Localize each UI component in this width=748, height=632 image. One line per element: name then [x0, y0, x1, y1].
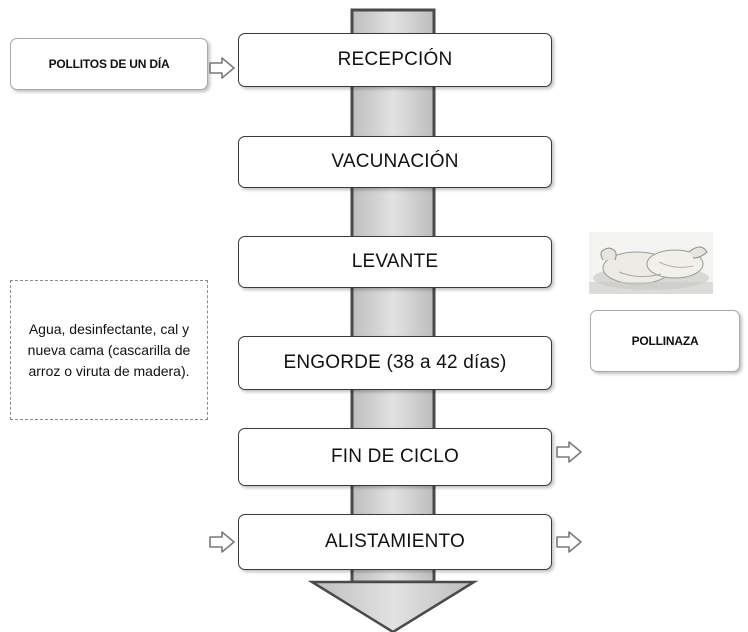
step-label: FIN DE CICLO	[330, 446, 460, 467]
step-label: RECEPCIÓN	[337, 49, 453, 70]
step-recepcion: RECEPCIÓN	[238, 33, 552, 87]
input-materials-note: Agua, desinfectante, cal y nueva cama (c…	[10, 280, 208, 420]
step-fin-de-ciclo: FIN DE CICLO	[238, 428, 552, 486]
output-pollinaza-box: POLLINAZA	[590, 310, 740, 372]
input-chicks-label: POLLITOS DE UN DÍA	[48, 57, 170, 71]
plucked-chicken-image	[589, 232, 713, 294]
flow-arrow-head	[307, 580, 479, 632]
step-label: ENGORDE (38 a 42 días)	[283, 352, 507, 373]
hollow-arrow-right-icon	[556, 531, 582, 553]
input-chicks-box: POLLITOS DE UN DÍA	[10, 38, 208, 90]
hollow-arrow-right-icon	[209, 531, 235, 553]
hollow-arrow-right-icon	[556, 441, 582, 463]
step-label: VACUNACIÓN	[331, 151, 459, 172]
step-engorde: ENGORDE (38 a 42 días)	[238, 336, 552, 390]
step-alistamiento: ALISTAMIENTO	[238, 514, 552, 570]
step-levante: LEVANTE	[238, 236, 552, 288]
hollow-arrow-right-icon	[209, 57, 235, 79]
step-label: LEVANTE	[351, 251, 439, 272]
flow-arrow-shaft	[350, 8, 436, 584]
step-label: ALISTAMIENTO	[324, 531, 465, 552]
output-pollinaza-label: POLLINAZA	[631, 334, 699, 348]
step-vacunacion: VACUNACIÓN	[238, 136, 552, 188]
input-materials-text: Agua, desinfectante, cal y nueva cama (c…	[27, 320, 191, 379]
